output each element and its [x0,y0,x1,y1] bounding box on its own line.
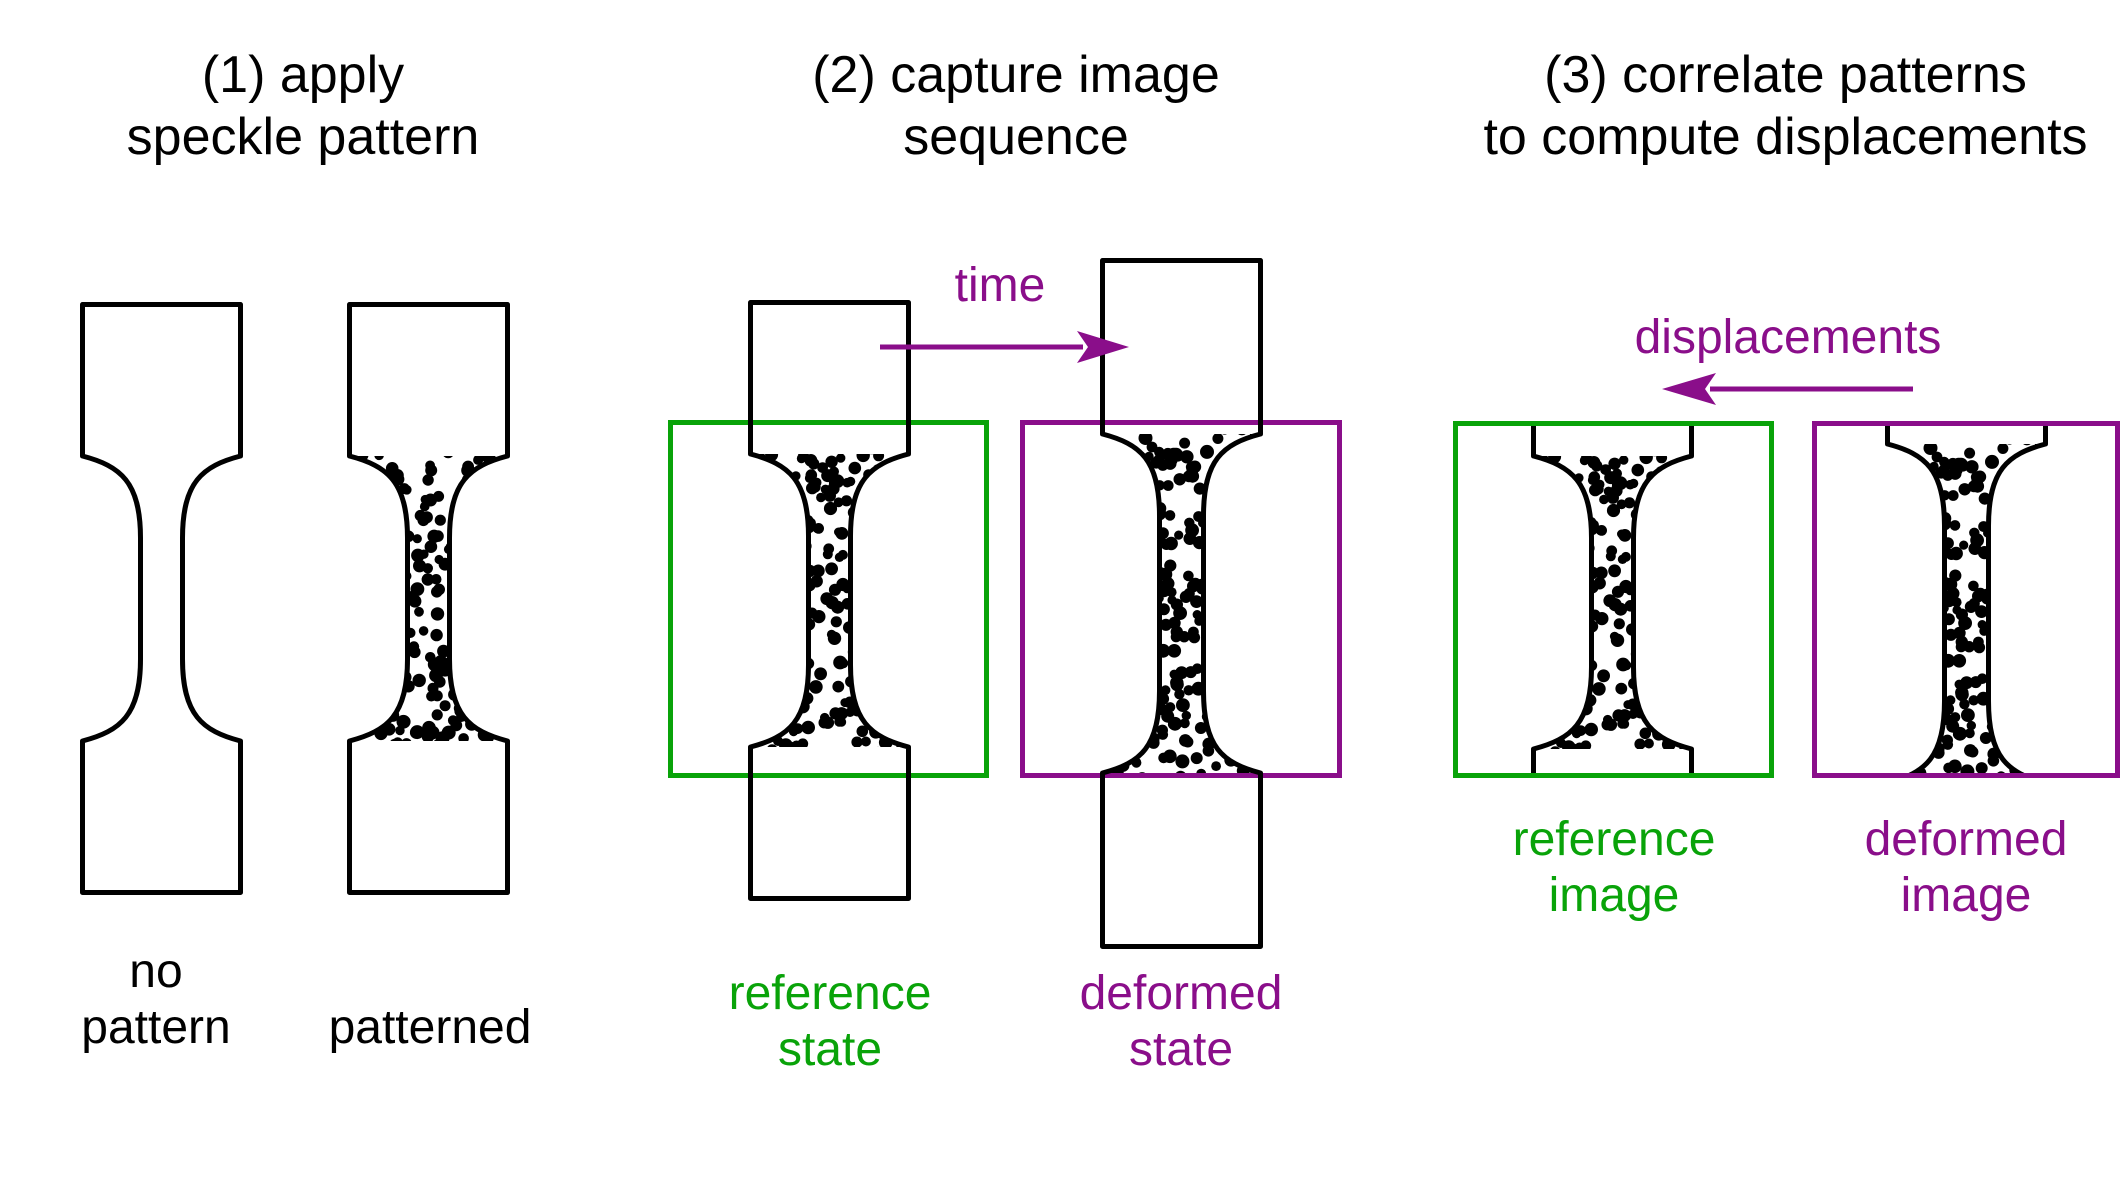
step1-title: (1) apply speckle pattern [53,44,553,169]
reference-image-box [1453,421,1774,778]
step3-title-line2: to compute displacements [1483,108,2088,167]
no-pattern-label: no pattern [36,944,276,1056]
deformed-state-box [1020,420,1342,778]
specimen-deformed-state [1100,258,1263,949]
reference-image-label: reference image [1499,812,1729,924]
specimen-reference-image [1531,426,1694,773]
reference-state-box [668,420,989,778]
specimen-no-pattern [80,302,243,895]
specimen-reference-state [748,300,911,901]
step1-title-line2: speckle pattern [126,108,480,167]
step3-title: (3) correlate patterns to compute displa… [1445,44,2126,169]
deformed-image-label-line1: deformed [1864,813,2068,866]
reference-state-label-line1: reference [728,967,932,1020]
step2-title-line1: (2) capture image [812,46,1220,104]
deformed-image-label: deformed image [1851,812,2081,924]
step2-title: (2) capture image sequence [736,44,1296,169]
reference-state-label-line2: state [777,1023,883,1077]
deformed-state-label-line2: state [1128,1023,1234,1077]
time-arrow-icon [880,331,1129,363]
specimen-patterned [347,302,510,895]
time-label: time [954,259,1046,312]
displacements-arrow-icon [1662,373,1913,405]
reference-image-label-line2: image [1548,869,1680,923]
reference-image-label-line1: reference [1512,813,1716,866]
patterned-label: patterned [300,1000,560,1056]
deformed-image-label-line2: image [1900,869,2032,923]
no-pattern-label-line1: no [129,945,183,998]
step3-title-line1: (3) correlate patterns [1544,46,2027,104]
step1-title-line1: (1) apply [201,46,405,104]
specimen-deformed-image [1885,426,2048,773]
no-pattern-label-line2: pattern [81,1001,231,1055]
displacements-label: displacements [1634,311,1942,364]
patterned-label-line: patterned [328,1001,532,1054]
deformed-state-label-line1: deformed [1079,967,1283,1020]
deformed-image-box [1812,421,2120,778]
deformed-state-label: deformed state [1066,966,1296,1078]
reference-state-label: reference state [715,966,945,1078]
step2-title-line2: sequence [903,108,1129,167]
